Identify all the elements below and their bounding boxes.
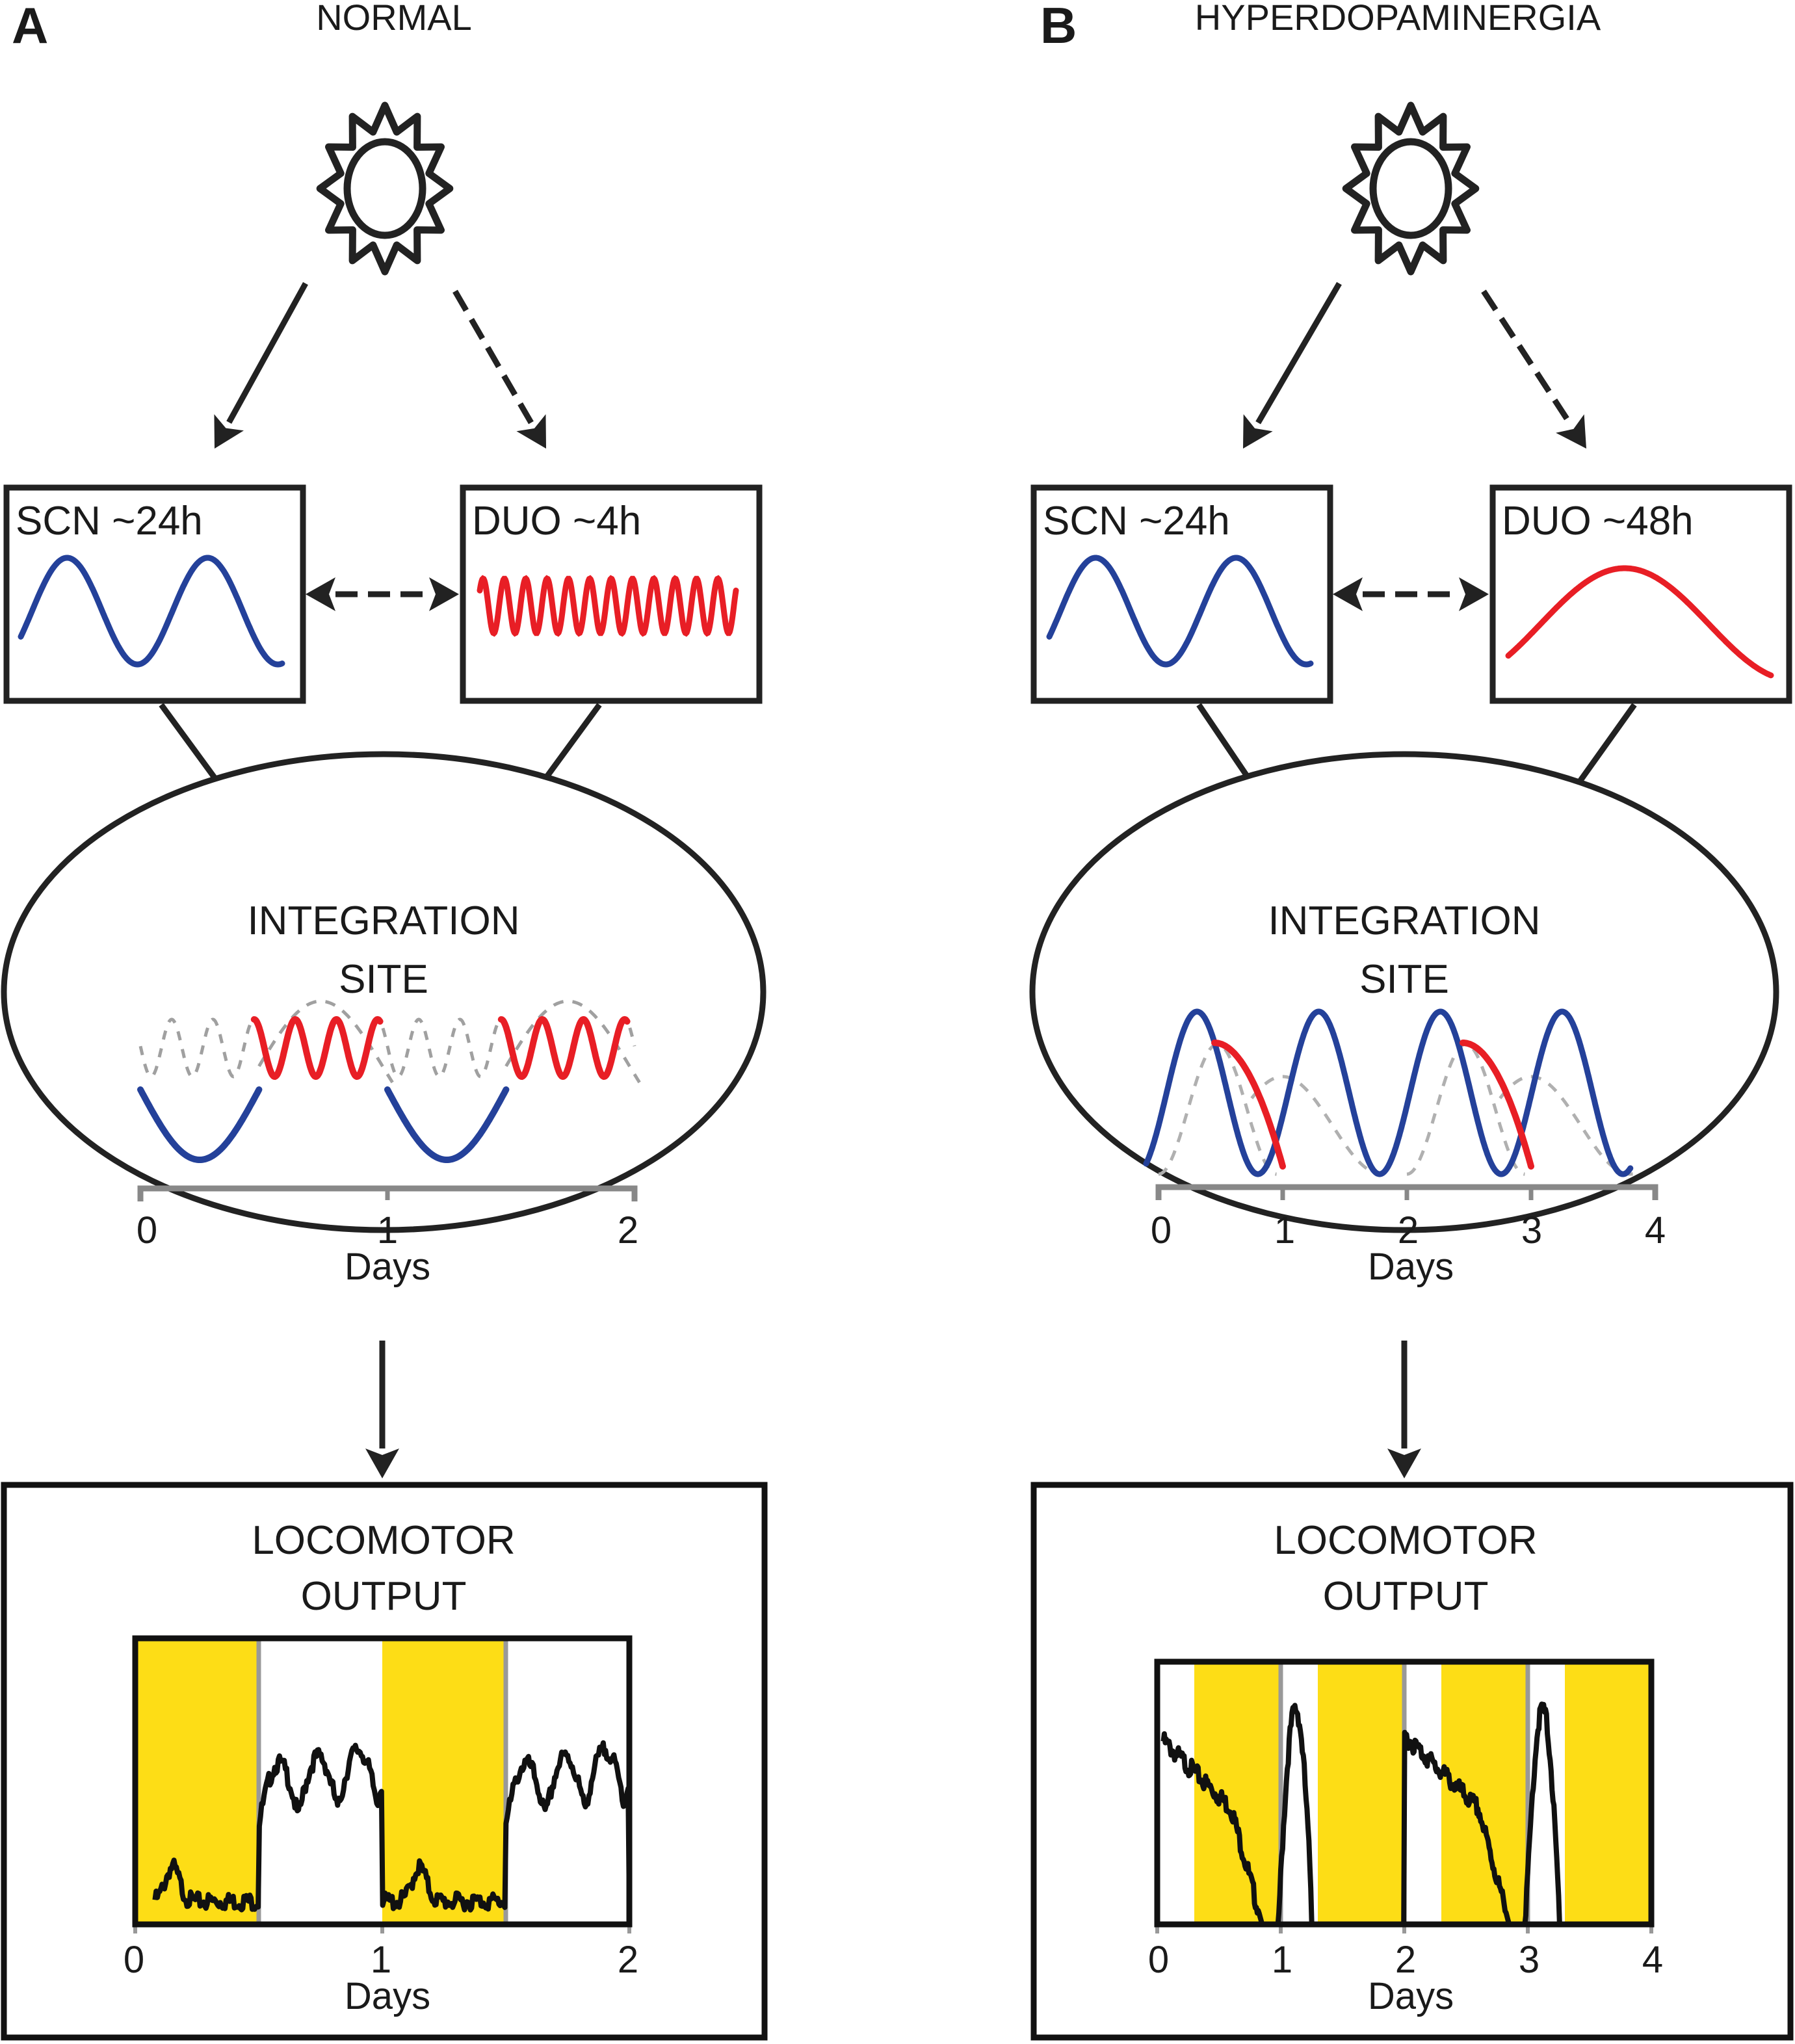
light-phase-band [135, 1638, 259, 1924]
panel-title: HYPERDOPAMINERGIA [1195, 0, 1601, 38]
sun-icon [316, 101, 454, 276]
locomotor-title-line2: OUTPUT [1323, 1574, 1489, 1619]
panel-letter: A [12, 0, 48, 54]
integration-site: INTEGRATION SITE 0 1 2 Days [1, 751, 766, 1288]
locomotor-output-box: LOCOMOTOR OUTPUT 0 1 2 3 4 Days [1030, 1482, 1794, 2041]
arrow-shaft [226, 282, 308, 424]
integration-to-locomotor-arrow [1387, 1341, 1421, 1478]
x-tick-label: 2 [1398, 1209, 1419, 1251]
x-axis-title: Days [1368, 1246, 1454, 1288]
scn-wave [18, 555, 285, 668]
locomotor-title-line1: LOCOMOTOR [1274, 1518, 1537, 1563]
x-tick-label: 2 [618, 1939, 638, 1981]
duo-label: DUO ~4h [472, 499, 641, 544]
light-phase-band [1565, 1662, 1651, 1924]
arrow-head [365, 1448, 399, 1478]
scn-active-segment [384, 1086, 510, 1163]
arrow-shaft [452, 289, 534, 425]
duo-active-segment [1459, 1040, 1534, 1170]
scn-label: SCN ~24h [1043, 499, 1230, 544]
x-tick-label: 3 [1519, 1939, 1540, 1981]
x-tick-label: 0 [124, 1939, 144, 1981]
panel-b: B HYPERDOPAMINERGIA SCN ~24h DUO ~48h IN… [1029, 0, 1794, 2041]
activity-trace [1160, 1701, 1635, 1927]
scn-label: SCN ~24h [16, 499, 203, 544]
arrow-head [1387, 1448, 1421, 1478]
integration-title-line2: SITE [1359, 957, 1449, 1002]
integration-title-line2: SITE [339, 957, 428, 1002]
integration-plot [137, 999, 641, 1201]
x-tick-label: 4 [1645, 1209, 1666, 1251]
locomotor-plot [132, 1635, 633, 1933]
light-to-scn-arrow [1243, 282, 1342, 449]
panel-title: NORMAL [316, 0, 472, 38]
x-tick-label: 1 [1272, 1939, 1292, 1981]
light-phase-band [382, 1638, 506, 1924]
x-axis-title: Days [345, 1246, 430, 1288]
arrow-head [1243, 414, 1273, 449]
x-tick-label: 2 [618, 1209, 638, 1251]
light-phase-band [1194, 1662, 1281, 1924]
duo-active-segment [1211, 1040, 1286, 1170]
x-tick-label: 0 [1148, 1939, 1169, 1981]
integration-site: INTEGRATION SITE 0 1 2 3 4 Days [1029, 751, 1779, 1288]
scn-duo-coupling-arrow [1333, 577, 1489, 611]
locomotor-plot [1154, 1658, 1655, 1933]
light-phase-band [1318, 1662, 1404, 1924]
sun-disc [343, 138, 426, 239]
duo-box: DUO ~4h [460, 484, 763, 704]
plot-frame [132, 1635, 633, 1928]
light-to-duo-dashed-arrow [452, 289, 546, 449]
locomotor-output-box: LOCOMOTOR OUTPUT 0 1 2 Days [1, 1482, 768, 2041]
locomotor-title-line1: LOCOMOTOR [252, 1518, 515, 1563]
x-tick-label: 1 [1274, 1209, 1295, 1251]
arrow-head [214, 414, 244, 449]
scn-duo-coupling-arrow [306, 577, 459, 611]
scn-active-segment [137, 1086, 263, 1163]
duo-wave [477, 575, 739, 637]
scn-box: SCN ~24h [3, 484, 306, 704]
x-tick-label: 3 [1521, 1209, 1542, 1251]
x-axis-title: Days [1368, 1975, 1454, 2017]
x-tick-label: 1 [377, 1209, 398, 1251]
light-to-scn-arrow [214, 282, 308, 449]
panel-letter: B [1040, 0, 1077, 54]
duo-wave [1505, 565, 1774, 679]
activity-trace [152, 1740, 632, 1913]
duo-label: DUO ~48h [1502, 499, 1694, 544]
duo-box: DUO ~48h [1489, 484, 1792, 704]
duo-underlying-dashed [1250, 1075, 1385, 1176]
panel-a: A NORMAL SCN ~24h DUO ~4h INTEGRATION SI… [1, 0, 768, 2041]
integration-title-line1: INTEGRATION [1268, 898, 1540, 943]
arrow-shaft [1255, 282, 1342, 425]
duo-active-segment [250, 1015, 384, 1081]
x-tick-label: 1 [371, 1939, 391, 1981]
integration-plot [1143, 1008, 1658, 1200]
light-phase-band [1441, 1662, 1528, 1924]
scn-wave [1046, 555, 1314, 668]
scn-active-segment [1143, 1008, 1634, 1177]
sun-disc [1369, 138, 1452, 239]
arrow-head [1459, 577, 1489, 611]
arrow-shaft [1481, 289, 1573, 425]
arrow-head [306, 577, 335, 611]
arrow-head [1333, 577, 1363, 611]
sun-icon [1342, 101, 1480, 276]
integration-title-line1: INTEGRATION [247, 898, 519, 943]
x-tick-label: 4 [1642, 1939, 1663, 1981]
x-axis-title: Days [345, 1975, 430, 2017]
scn-box: SCN ~24h [1030, 484, 1333, 704]
x-tick-label: 2 [1395, 1939, 1416, 1981]
locomotor-title-line2: OUTPUT [301, 1574, 467, 1619]
arrow-head [516, 414, 546, 449]
arrow-head [429, 577, 459, 611]
light-to-duo-dashed-arrow [1481, 289, 1586, 449]
integration-to-locomotor-arrow [365, 1341, 399, 1478]
arrow-head [1556, 414, 1586, 449]
duo-active-segment [497, 1015, 631, 1081]
x-tick-label: 0 [1151, 1209, 1172, 1251]
x-tick-label: 0 [137, 1209, 157, 1251]
